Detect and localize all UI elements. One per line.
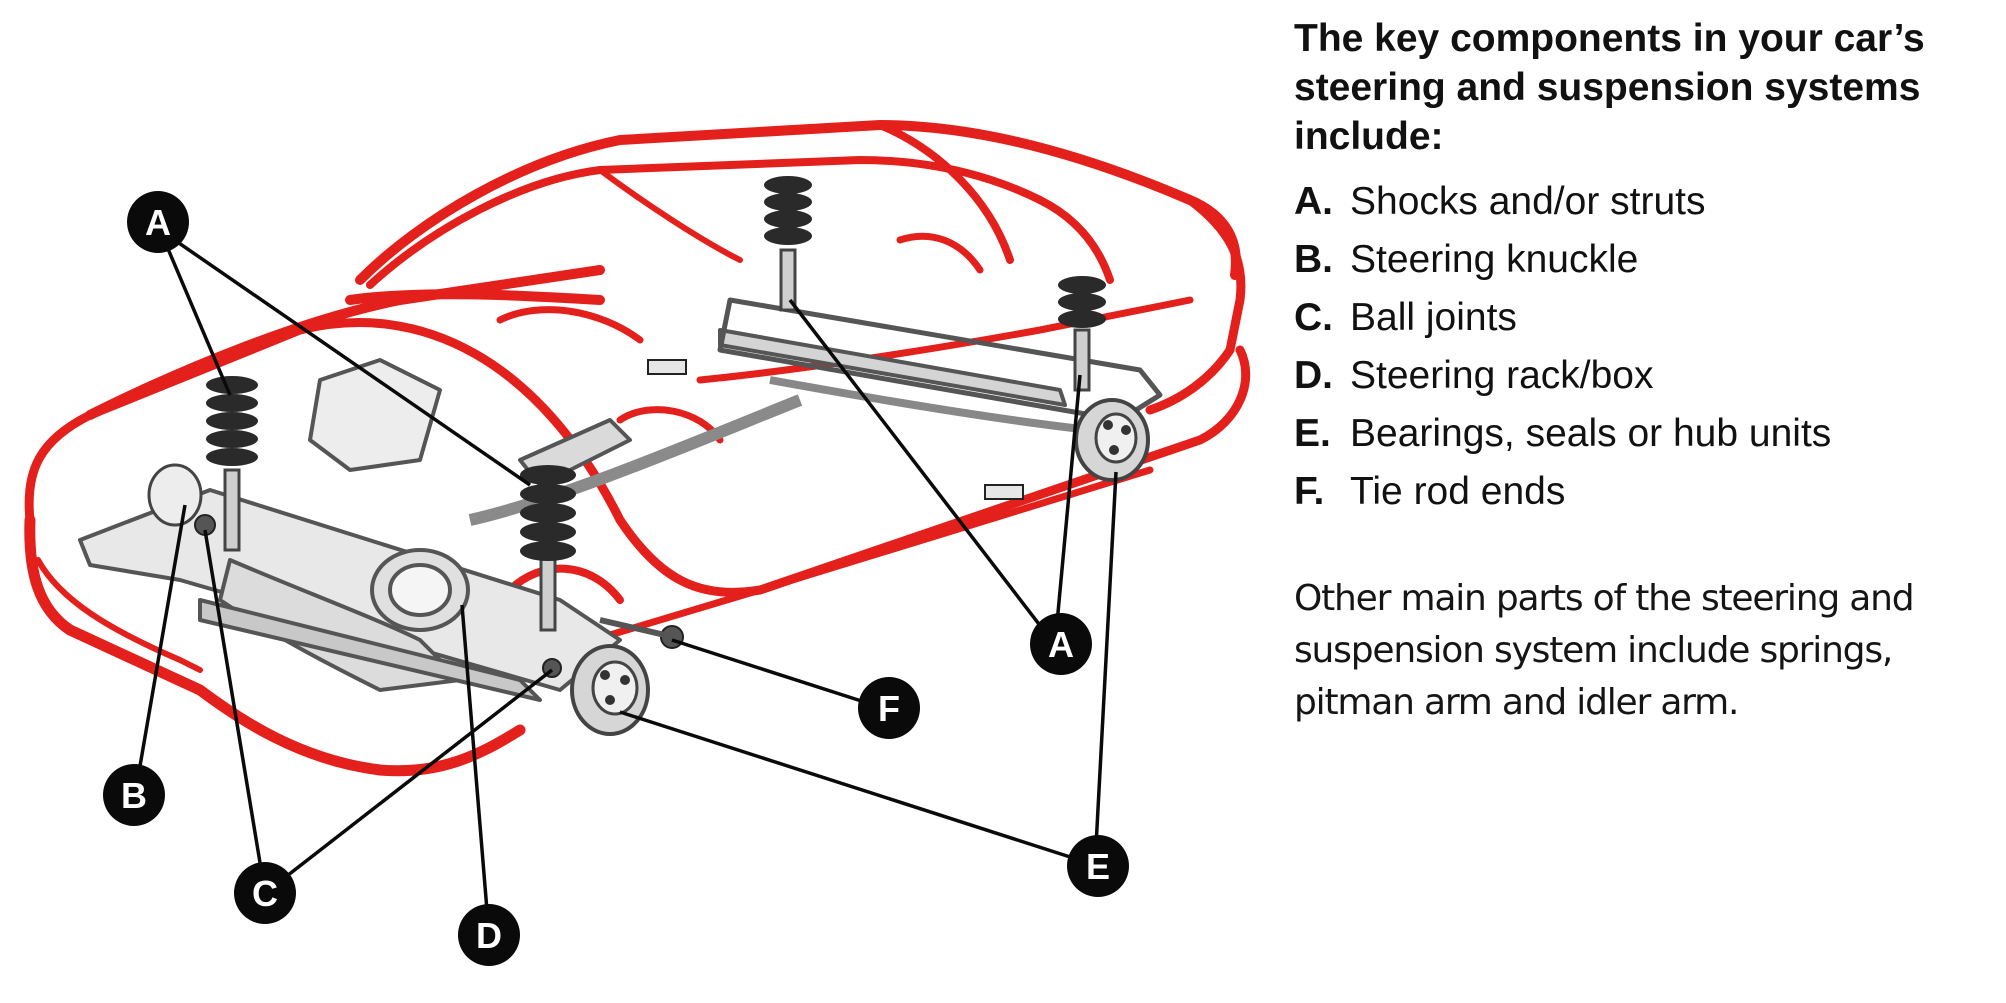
car-front-bumper — [35, 557, 203, 673]
text-panel: The key components in your car’s steerin… — [1294, 14, 1994, 729]
svg-text:A: A — [1048, 624, 1074, 665]
legend-label: Ball joints — [1350, 296, 1517, 339]
car-body-front — [24, 514, 526, 777]
note-paragraph: Other main parts of the steering and sus… — [1294, 578, 1915, 723]
component-legend: A. Shocks and/or struts B. Steering knuckl… — [1294, 173, 1994, 521]
front-right-hub — [570, 644, 650, 736]
legend-item-c: C. Ball joints — [1294, 289, 1994, 347]
callout-e: E — [1067, 835, 1129, 897]
callout-c: C — [234, 862, 296, 924]
callout-f: F — [858, 677, 920, 739]
rear-link-front — [647, 359, 687, 375]
legend-item-b: B. Steering knuckle — [1294, 231, 1994, 289]
svg-text:C: C — [252, 873, 278, 914]
tie-rod — [599, 617, 666, 638]
rear-right-strut — [1058, 276, 1106, 392]
callout-a-right: A — [1030, 613, 1092, 675]
leader-b — [133, 504, 187, 796]
legend-label: Steering knuckle — [1350, 238, 1639, 281]
legend-label: Shocks and/or struts — [1350, 180, 1706, 223]
leader-a-rear-right — [1053, 374, 1082, 646]
suspension-diagram: A A B C D E F — [24, 120, 1251, 966]
front-left-strut — [147, 376, 258, 552]
svg-text:B: B — [121, 775, 147, 816]
rear-left-strut — [764, 176, 812, 312]
car-side-sill — [556, 466, 1154, 654]
svg-text:F: F — [878, 688, 900, 729]
legend-letter: E. — [1294, 412, 1331, 455]
callout-d: D — [458, 904, 520, 966]
legend-item-d: D. Steering rack/box — [1294, 347, 1994, 405]
legend-label: Bearings, seals or hub units — [1350, 412, 1832, 455]
leader-c-left — [203, 529, 267, 894]
leader-d — [460, 604, 491, 936]
legend-letter: A. — [1294, 180, 1333, 223]
car-roof-inner — [597, 167, 743, 263]
rear-subframe — [717, 297, 1163, 423]
car-rear-window — [876, 121, 1114, 284]
leader-e-front — [619, 710, 1096, 867]
callout-a-top: A — [127, 191, 189, 253]
car-windshield-base — [345, 289, 605, 305]
callout-b: B — [103, 764, 165, 826]
rear-control-arm — [769, 376, 1091, 434]
leader-c-right — [263, 668, 554, 895]
front-right-strut — [520, 465, 576, 632]
car-front-wheel-arch — [506, 564, 624, 604]
rear-right-hub — [1074, 398, 1150, 482]
car-windshield — [366, 156, 1044, 289]
suspension-parts — [78, 297, 1163, 702]
legend-letter: D. — [1294, 354, 1333, 397]
rear-toe-link — [984, 484, 1024, 500]
car-rear-end — [1145, 195, 1246, 415]
small-joints — [194, 359, 1024, 678]
legend-label: Tie rod ends — [1350, 470, 1566, 513]
rear-axle — [718, 328, 1067, 407]
drive-shaft — [468, 394, 803, 526]
leader-a-rear-left — [788, 298, 1057, 647]
heading: The key components in your car’s steerin… — [1294, 17, 1925, 158]
svg-text:E: E — [1086, 846, 1110, 887]
leader-lines — [133, 228, 1118, 936]
car-hood — [85, 265, 605, 420]
svg-text:D: D — [476, 915, 502, 956]
leader-e-rear — [1093, 471, 1118, 866]
legend-letter: B. — [1294, 238, 1333, 281]
car-roof — [355, 120, 1241, 285]
leader-f — [671, 638, 881, 709]
legend-letter: C. — [1294, 296, 1333, 339]
legend-item-a: A. Shocks and/or struts — [1294, 173, 1994, 231]
legend-label: Steering rack/box — [1350, 354, 1654, 397]
steering-rack-shape — [198, 598, 542, 702]
legend-letter: F. — [1294, 470, 1325, 513]
legend-item-f: F. Tie rod ends — [1294, 463, 1994, 521]
legend-item-e: E. Bearings, seals or hub units — [1294, 405, 1994, 463]
svg-text:A: A — [145, 202, 171, 243]
car-outline — [24, 120, 1251, 777]
leader-a-right-strut — [159, 228, 531, 487]
leader-a-left-strut — [158, 229, 232, 396]
engine-block — [308, 358, 442, 472]
differential-inner — [388, 563, 452, 617]
